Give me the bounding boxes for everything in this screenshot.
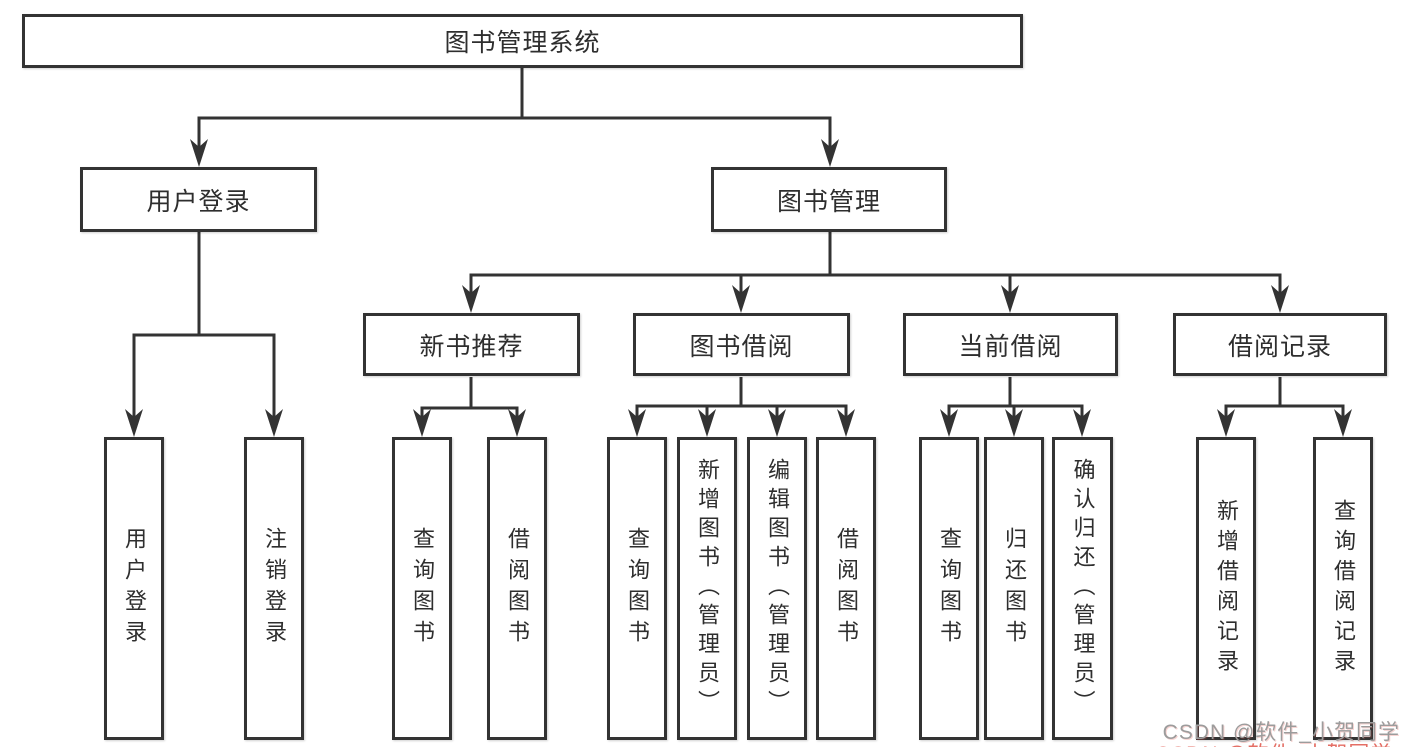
node-book-borrow: 图书借阅: [633, 313, 850, 376]
node-label: 新书推荐: [419, 332, 524, 361]
leaf-query-book-recommend: 查询图书: [392, 437, 452, 740]
node-user-login: 用户登录: [80, 167, 317, 232]
node-label: 借阅记录: [1227, 332, 1332, 361]
csdn-watermark: CSDN @软件_小贺同学: [1162, 721, 1400, 744]
leaf-confirm-return-admin: 确认归还（管理员）: [1052, 437, 1113, 740]
leaf-borrow-book-recommend: 借阅图书: [487, 437, 547, 740]
leaf-query-book-borrow: 查询图书: [607, 437, 667, 740]
leaf-query-book-current: 查询图书: [919, 437, 979, 740]
node-label: 图书管理: [776, 187, 881, 216]
node-current-borrow: 当前借阅: [903, 313, 1118, 376]
csdn-watermark-red-shadow: CSDN @软件_小贺同学: [1155, 738, 1392, 747]
node-borrow-records: 借阅记录: [1173, 313, 1387, 376]
node-new-book-recommend: 新书推荐: [363, 313, 580, 376]
node-label: 图书借阅: [689, 332, 794, 361]
node-label: 图书管理系统: [444, 29, 601, 57]
leaf-user-login: 用户登录: [104, 437, 164, 740]
leaf-add-book-admin: 新增图书（管理员）: [677, 437, 737, 740]
node-label: 用户登录: [146, 187, 251, 216]
leaf-add-borrow-record: 新增借阅记录: [1196, 437, 1256, 740]
leaf-query-borrow-record: 查询借阅记录: [1313, 437, 1373, 740]
node-label: 当前借阅: [958, 332, 1063, 361]
leaf-logout: 注销登录: [244, 437, 304, 740]
node-book-management: 图书管理: [711, 167, 947, 232]
leaf-return-book: 归还图书: [984, 437, 1044, 740]
leaf-edit-book-admin: 编辑图书（管理员）: [747, 437, 807, 740]
node-system-root: 图书管理系统: [22, 14, 1023, 68]
leaf-borrow-book: 借阅图书: [816, 437, 876, 740]
